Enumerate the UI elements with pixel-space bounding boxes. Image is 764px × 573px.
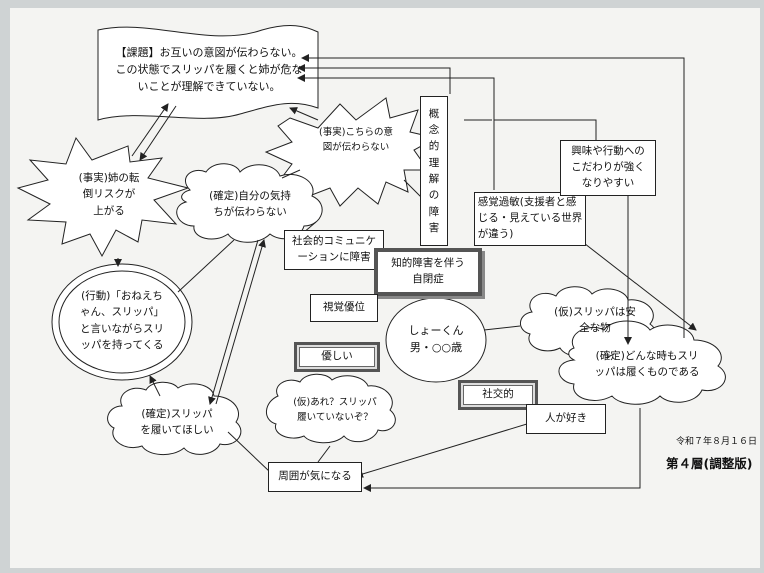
shakouteki-box: 社交的 <box>458 380 538 410</box>
shakai-box: 社会的コミュニケ ーションに障害 <box>284 230 384 270</box>
are-text: (仮)あれ？スリッパ 履いていないぞ？ <box>293 397 377 423</box>
edge-kankaku-link <box>494 119 597 140</box>
center-ellipse <box>385 297 487 383</box>
edge-kari-haku <box>605 353 615 359</box>
kari-anzen-text: (仮)スリッパは安 全な物 <box>554 306 636 335</box>
kakutei-haku-cloud-shape <box>558 320 726 405</box>
shuui-box: 周囲が気になる <box>268 462 362 492</box>
center-text: しょーくん 男・○○歳 <box>408 324 464 355</box>
edge-ito-kimochi <box>281 169 301 179</box>
edge-are-shuui <box>317 445 331 463</box>
kadai-text: 【課題】お互いの意図が伝わらない。 この状態でスリッパを履くと姉が危な いことが… <box>115 46 303 94</box>
layer-title: 第４層(調整版) <box>666 456 753 471</box>
edge-kankaku-haku <box>579 239 697 331</box>
edge-gainen-kadai <box>297 64 451 94</box>
haite-cloud-shape <box>107 381 242 455</box>
edge-haku-shuui <box>363 408 641 492</box>
edge-ito-kadai <box>289 107 319 121</box>
jijitsu-ane-text: (事実)姉の転 倒リスクが 上がる <box>78 172 140 217</box>
edge-kadai-ane <box>139 105 177 161</box>
kankaku-box: 感覚過敏(支援者と感 じる・見えている世界 が違う) <box>474 192 586 246</box>
edge-haite-koudou <box>149 375 161 397</box>
edge-haku-kadai <box>301 54 685 338</box>
edge-kimochi-haite-2 <box>215 239 266 405</box>
koudou-inner-ellipse <box>58 270 186 374</box>
edge-center-kari <box>483 325 521 331</box>
ito-starburst-shape <box>264 97 438 207</box>
edge-hito-shuui <box>355 419 541 478</box>
chiteki-box: 知的障害を伴う 自閉症 <box>374 248 482 296</box>
kakutei-haku-text: (確定)どんな時もスリ ッパは履くものである <box>594 350 700 379</box>
kimochi-cloud-shape <box>176 163 323 243</box>
ane-starburst-shape <box>16 136 190 258</box>
shikaku-box: 視覚優位 <box>310 294 378 322</box>
kadai-banner-shape <box>97 25 319 121</box>
date-label: 令和７年８月１６日 <box>676 437 758 447</box>
are-cloud-shape <box>266 373 396 444</box>
edge-kimochi-haite-1 <box>208 239 259 405</box>
koudou-text: (行動)「おねえち ゃん、スリッパ」 と言いながらスリ ッパを持ってくる <box>80 290 164 351</box>
hito-box: 人が好き <box>526 404 606 434</box>
koudou-outer-ellipse <box>51 263 193 381</box>
kyomi-box: 興味や行動への こだわりが強く なりやすい <box>560 140 656 196</box>
edge-kimochi-koudou <box>177 239 235 293</box>
gainen-box: 概 念 的 理 解 の 障 害 <box>420 96 448 246</box>
edge-haite-shuui <box>227 431 271 473</box>
kimochi-text: (確定)自分の気持 ちが伝わらない <box>209 190 291 219</box>
edge-ane-kadai <box>131 103 169 157</box>
edge-kankaku-kadai <box>297 74 495 190</box>
yasashii-box: 優しい <box>294 342 380 372</box>
haite-text: (確定)スリッパ を履いてほしい <box>140 408 214 437</box>
jijitsu-ito-text: (事実)こちらの意 図が伝わらない <box>319 127 393 153</box>
